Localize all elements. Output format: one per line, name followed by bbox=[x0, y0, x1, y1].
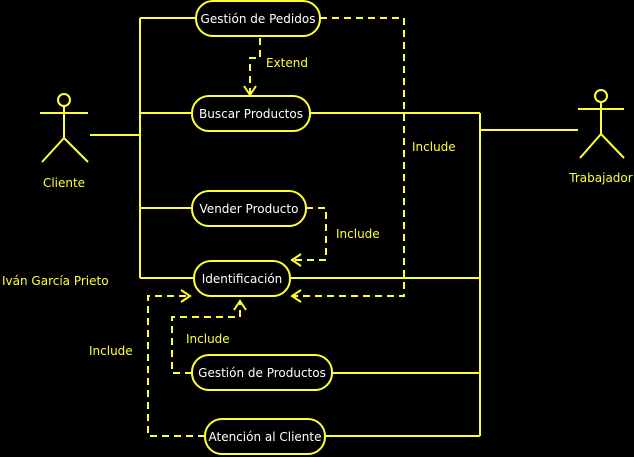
arrowheads bbox=[180, 85, 302, 311]
include-arrowhead-pedidos bbox=[290, 289, 302, 303]
actor-cliente[interactable] bbox=[40, 93, 89, 163]
author-label: Iván García Prieto bbox=[2, 274, 109, 288]
dependency-lines bbox=[147, 17, 405, 437]
use-case-gestion-pedidos[interactable]: Gestión de Pedidos bbox=[195, 0, 321, 37]
include-label-vender: Include bbox=[336, 227, 380, 241]
include-label-productos: Include bbox=[186, 332, 230, 346]
include-arrowhead-atencion bbox=[180, 289, 192, 303]
include-arrowhead-productos bbox=[233, 299, 247, 311]
use-case-gestion-pedidos-label: Gestión de Pedidos bbox=[201, 12, 316, 26]
use-case-vender-producto[interactable]: Vender Producto bbox=[191, 190, 307, 227]
use-case-atencion-cliente-label: Atención al Cliente bbox=[208, 430, 321, 444]
use-case-atencion-cliente[interactable]: Atención al Cliente bbox=[204, 418, 326, 455]
extend-label: Extend bbox=[266, 56, 308, 70]
use-case-gestion-productos[interactable]: Gestión de Productos bbox=[191, 354, 333, 391]
include-label-atencion: Include bbox=[89, 344, 133, 358]
actor-trabajador-label: Trabajador bbox=[568, 171, 632, 185]
use-case-buscar-productos-label: Buscar Productos bbox=[199, 107, 303, 121]
use-case-gestion-productos-label: Gestión de Productos bbox=[198, 366, 326, 380]
include-label-pedidos: Include bbox=[412, 140, 456, 154]
association-lines bbox=[90, 17, 578, 437]
actor-cliente-label: Cliente bbox=[43, 176, 85, 190]
use-case-identificacion-label: Identificación bbox=[202, 272, 283, 286]
use-case-buscar-productos[interactable]: Buscar Productos bbox=[191, 95, 311, 132]
include-arrowhead-vender bbox=[290, 253, 302, 267]
use-case-identificacion[interactable]: Identificación bbox=[193, 260, 291, 297]
actor-trabajador[interactable] bbox=[578, 89, 625, 159]
use-case-vender-producto-label: Vender Producto bbox=[200, 202, 299, 216]
